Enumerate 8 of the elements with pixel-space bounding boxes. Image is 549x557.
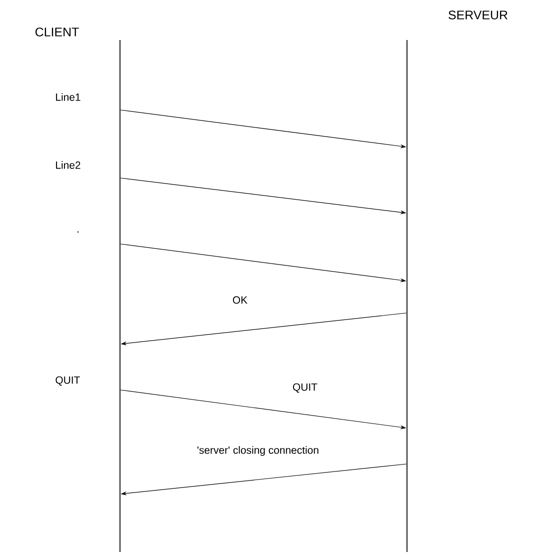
message-label: QUIT [56, 376, 80, 386]
message-label: 'server' closing connection [198, 446, 318, 456]
message-label: Line2 [56, 161, 80, 169]
message-label: QUIT [293, 383, 318, 393]
message-label: Line1 [56, 93, 80, 101]
header-text: SERVEUR [448, 10, 508, 20]
header-text: CLIENT [35, 28, 79, 36]
message-label: OK [232, 296, 248, 304]
